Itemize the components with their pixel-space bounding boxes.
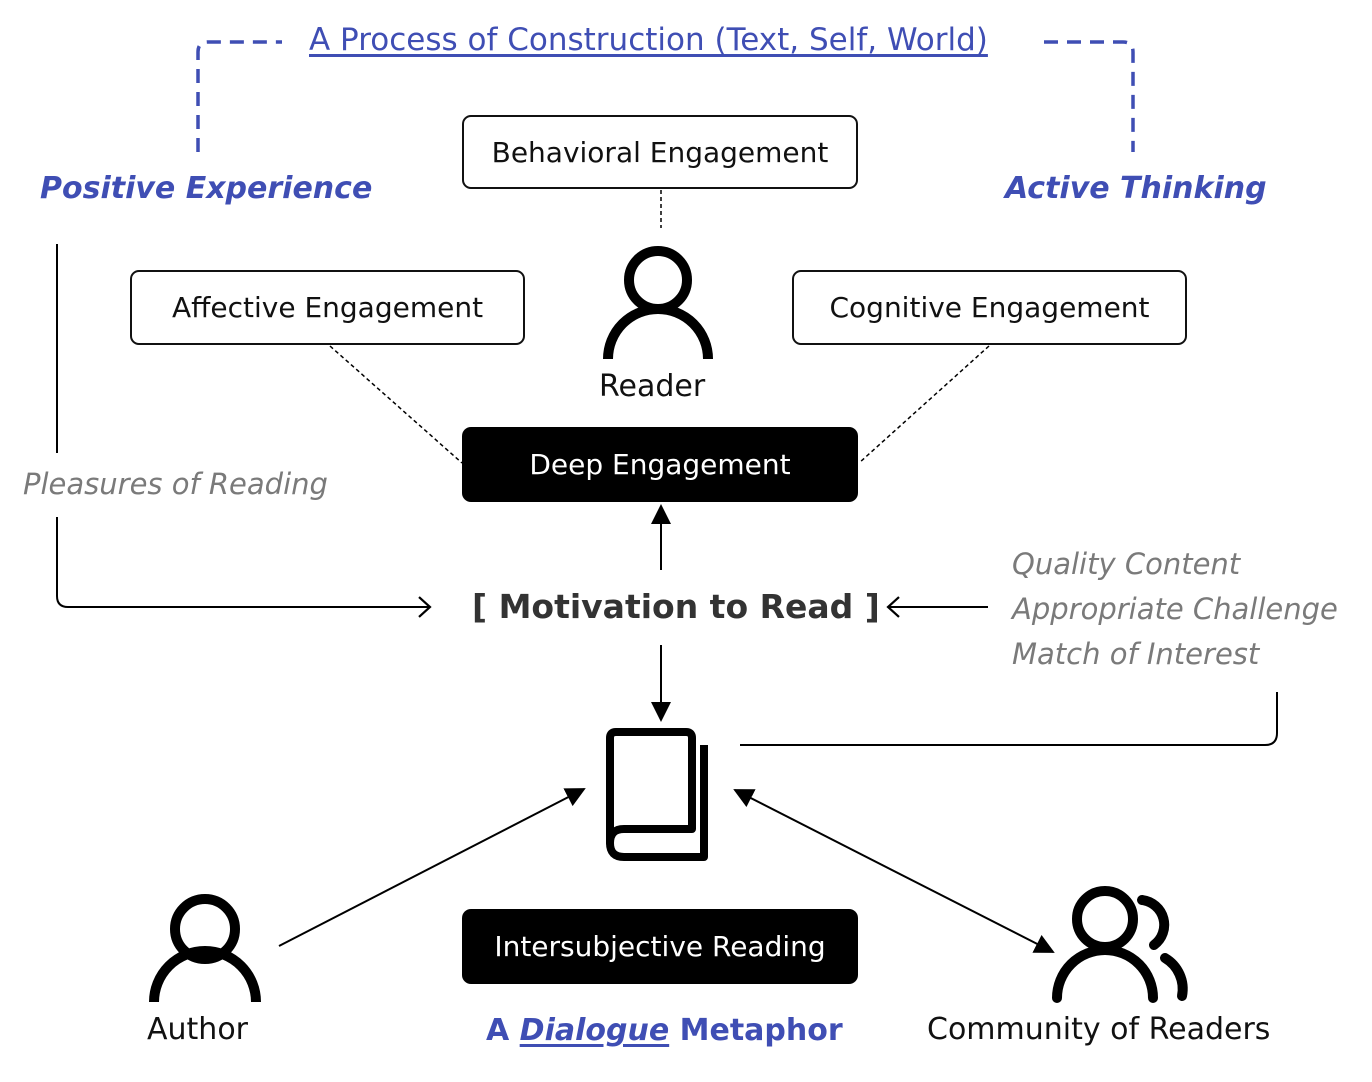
author-to-book-arrow [278, 788, 586, 947]
metaphor-emphasis: Dialogue [519, 1013, 670, 1048]
factor-quality-content: Quality Content [1012, 547, 1241, 581]
construction-bracket-left [196, 40, 282, 152]
cognitive-to-deep-connector [858, 345, 990, 464]
factor-match-of-interest: Match of Interest [1012, 637, 1260, 671]
author-label: Author [147, 1012, 249, 1047]
pleasures-of-reading-label: Pleasures of Reading [23, 467, 328, 501]
construction-bracket-right [1044, 40, 1135, 152]
construction-process-title: A Process of Construction (Text, Self, W… [309, 22, 988, 58]
deep-engagement-box: Deep Engagement [462, 427, 858, 502]
affective-engagement-box: Affective Engagement [130, 270, 525, 345]
book-to-factors-connector [740, 692, 1278, 746]
intersubjective-reading-box: Intersubjective Reading [462, 909, 858, 984]
motivation-to-read-label: [ Motivation to Read ] [472, 587, 880, 626]
pleasures-to-motivation-arrow [56, 517, 430, 607]
active-thinking-label: Active Thinking [1005, 171, 1267, 206]
behavioral-engagement-box: Behavioral Engagement [462, 115, 858, 189]
factor-appropriate-challenge: Appropriate Challenge [1012, 592, 1338, 626]
affective-to-deep-connector [329, 345, 463, 464]
author-person-icon [149, 894, 261, 1003]
reader-person-icon [603, 246, 713, 360]
community-people-group-icon [1052, 886, 1188, 1003]
book-community-arrow [733, 789, 1055, 953]
reader-label: Reader [599, 369, 706, 404]
cognitive-engagement-box: Cognitive Engagement [792, 270, 1187, 345]
book-icon [606, 728, 708, 861]
metaphor-suffix: Metaphor [669, 1013, 843, 1048]
positive-experience-label: Positive Experience [40, 171, 373, 206]
metaphor-prefix: A [486, 1013, 520, 1048]
dialogue-metaphor-label: A Dialogue Metaphor [486, 1016, 843, 1046]
community-of-readers-label: Community of Readers [927, 1012, 1271, 1047]
